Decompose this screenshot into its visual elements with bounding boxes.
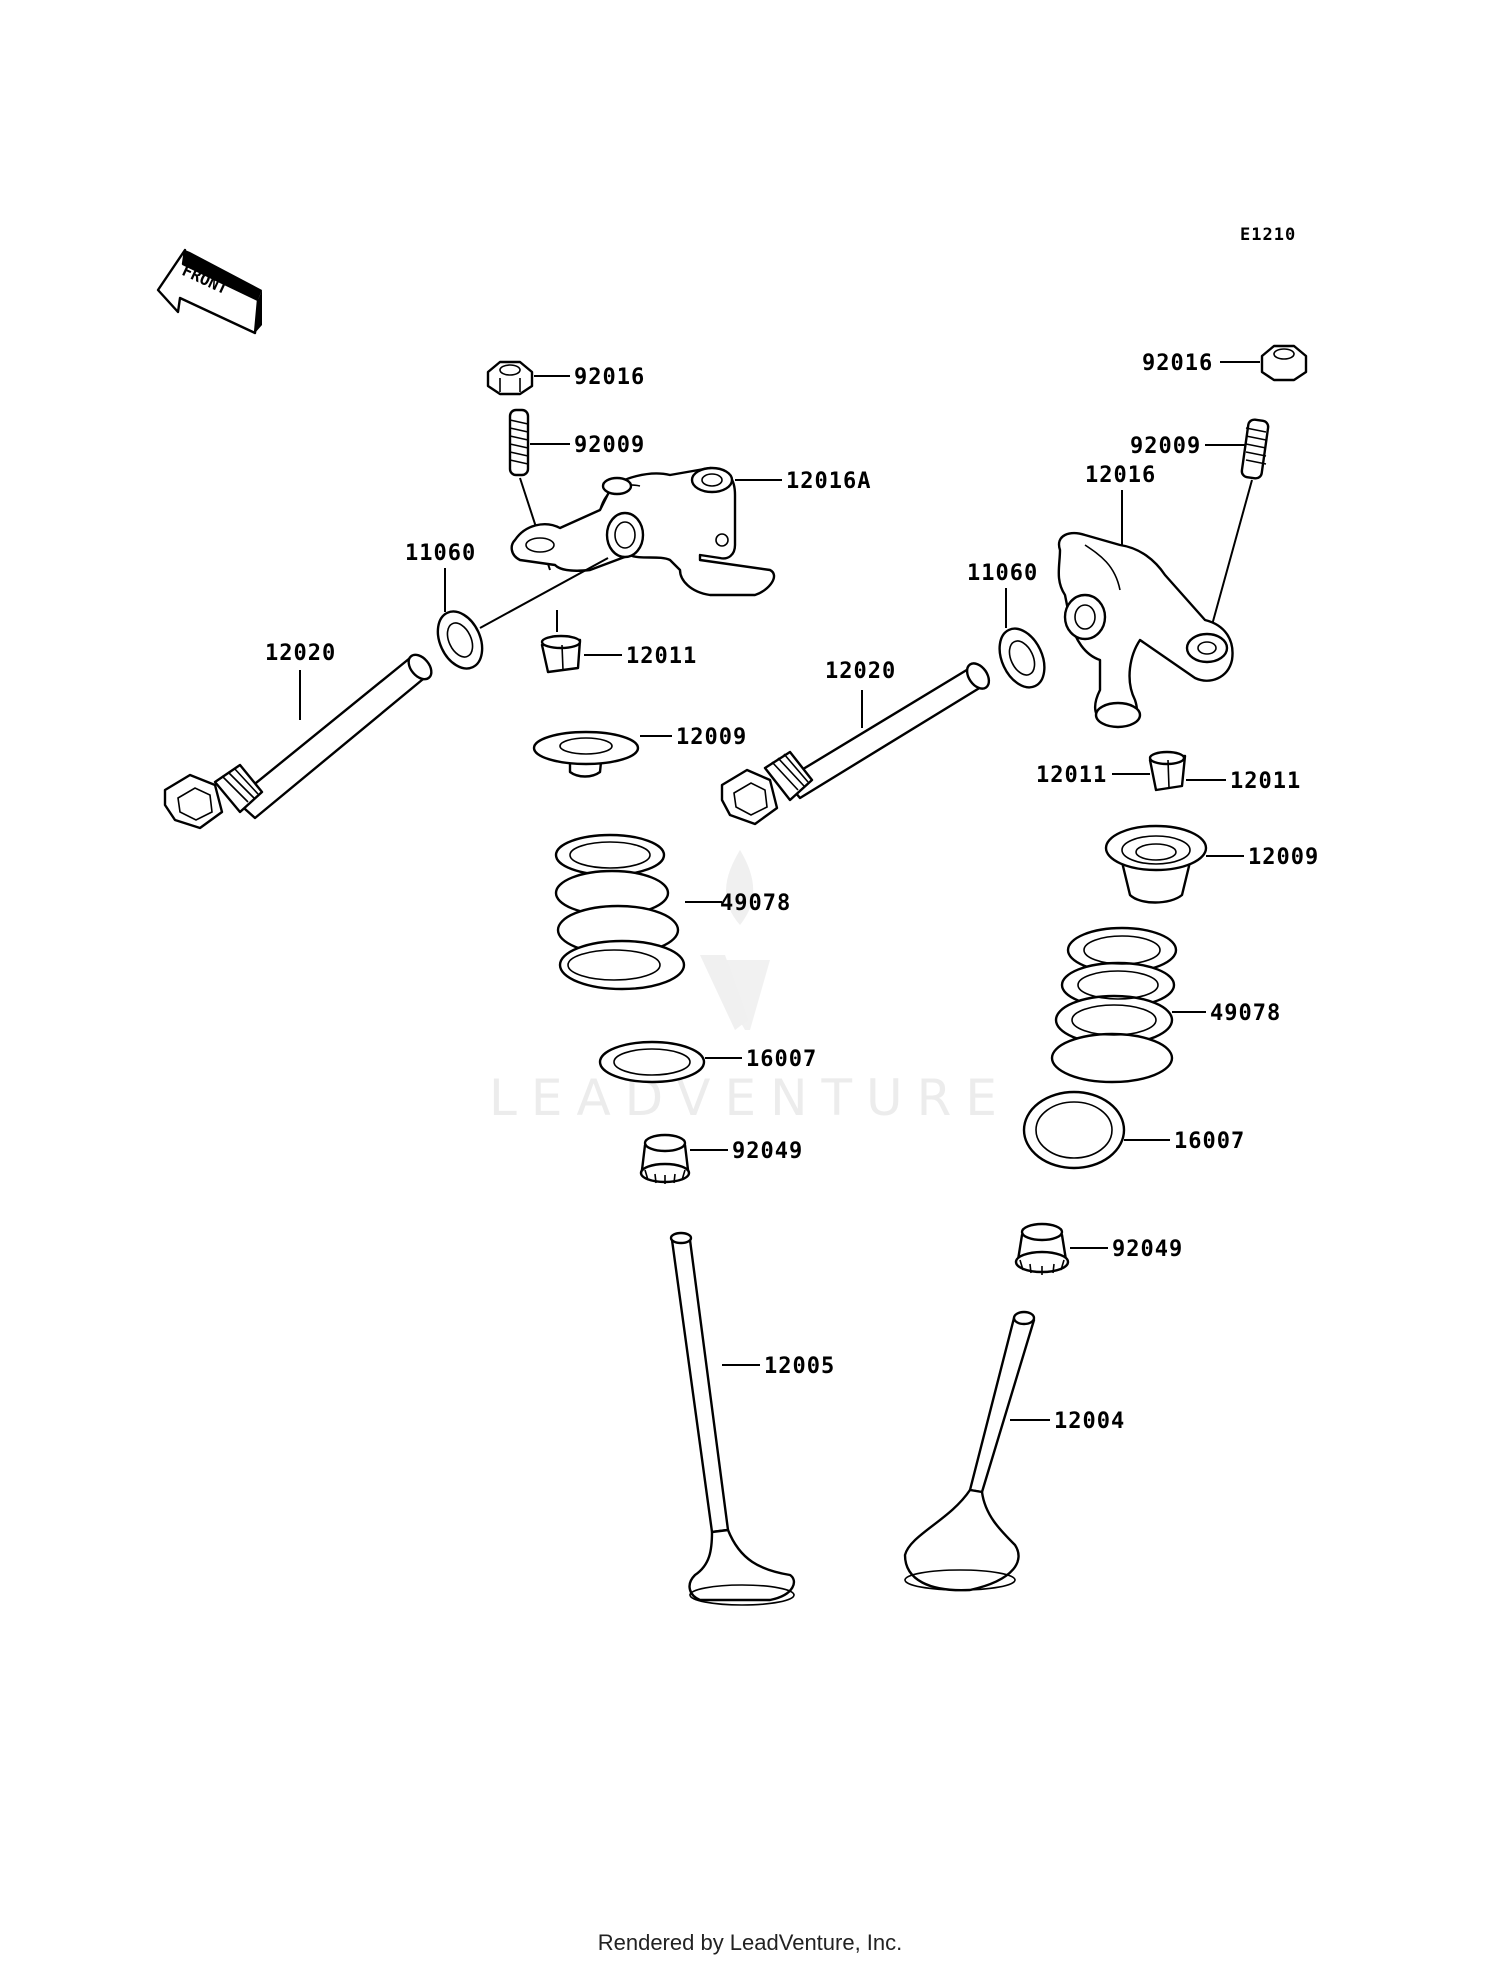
label-retainer-left: 12009 [676,725,747,750]
front-arrow-icon: FRONT [156,248,262,335]
label-rocker-arm-right: 12016 [1085,463,1156,488]
spring-retainer-right [1104,824,1208,904]
spring-retainer-left [532,730,640,778]
adjuster-screw-right [1240,418,1270,480]
valve-spring-right [1050,926,1178,1084]
label-valve-right: 12004 [1054,1409,1125,1434]
label-shaft-left: 12020 [265,641,336,666]
diagram-code: E1210 [1240,225,1296,245]
label-oring-right: 11060 [967,561,1038,586]
rocker-shaft-right [720,662,991,826]
label-rocker-arm-left: 12016A [786,469,871,494]
label-nut-left: 92016 [574,365,645,390]
label-cotter-right-a: 12011 [1036,763,1107,788]
valve-stem-seal-left [639,1133,691,1184]
footer-credit: Rendered by LeadVenture, Inc. [597,1930,903,1955]
nut-right [1260,344,1308,382]
label-spring-right: 49078 [1210,1001,1281,1026]
cotter-left [540,634,582,674]
label-shaft-right: 12020 [825,659,896,684]
label-spring-left: 49078 [720,891,791,916]
valve-spring-left [554,833,686,991]
valve-stem-seal-right [1014,1222,1070,1275]
label-cotter-right-b: 12011 [1230,769,1301,794]
label-nut-right: 92016 [1142,351,1213,376]
rocker-arm-left [510,466,776,597]
label-seat-left: 16007 [746,1047,817,1072]
oring-left [436,610,484,670]
watermark-logo: LEADVENTURE [489,850,1011,1127]
label-adjuster-right: 92009 [1130,434,1201,459]
label-adjuster-left: 92009 [574,433,645,458]
cotter-right [1148,750,1187,792]
label-cotter-left: 12011 [626,644,697,669]
valve-right [903,1310,1036,1592]
rocker-arm-right [1057,531,1234,729]
adjuster-screw-left [508,408,530,477]
label-retainer-right: 12009 [1248,845,1319,870]
valve-left [669,1231,795,1606]
label-seal-left: 92049 [732,1139,803,1164]
label-valve-left: 12005 [764,1354,835,1379]
label-seat-right: 16007 [1174,1129,1245,1154]
watermark-text: LEADVENTURE [489,1069,1011,1127]
spring-seat-right [1022,1090,1126,1170]
spring-seat-left [598,1040,706,1084]
label-seal-right: 92049 [1112,1237,1183,1262]
oring-right [998,627,1046,689]
rocker-shaft-left [163,653,433,830]
nut-left [486,360,534,396]
label-oring-left: 11060 [405,541,476,566]
